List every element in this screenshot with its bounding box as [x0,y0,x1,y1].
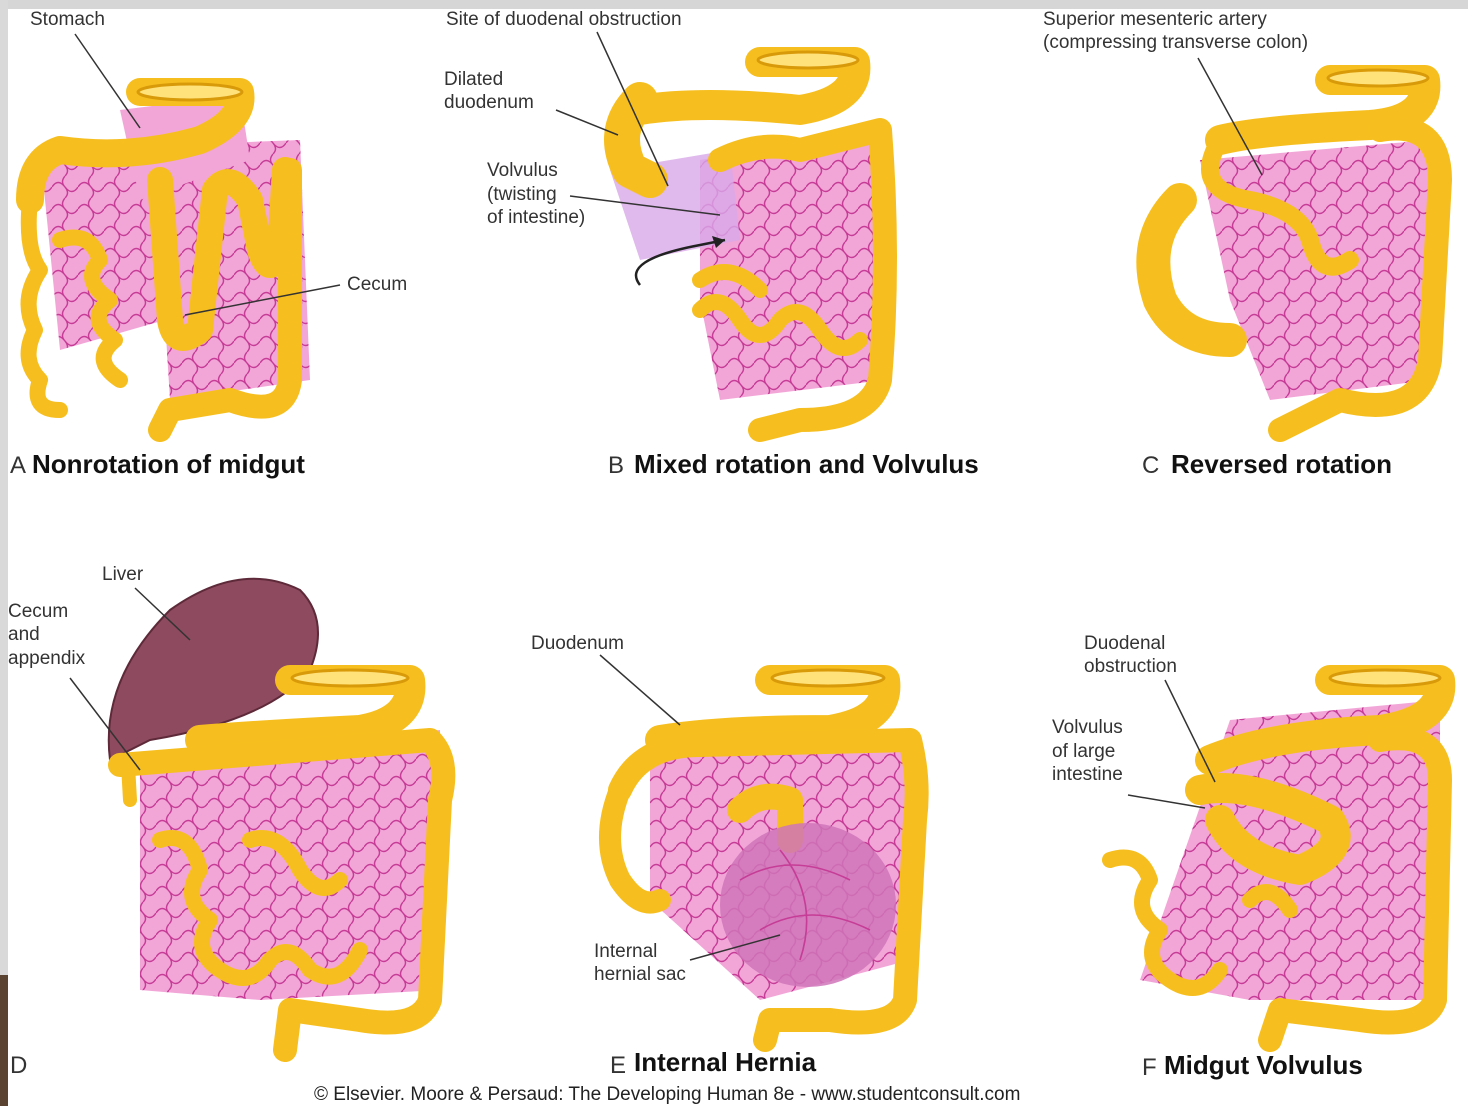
panel-b-illustration [610,52,885,430]
panel-c-letter: C [1142,452,1159,480]
panel-b-stomach [640,62,855,110]
panel-f-letter: F [1142,1054,1157,1082]
panel-b-title: Mixed rotation and Volvulus [634,449,979,480]
label-volvulus-3: of intestine) [487,206,585,229]
panel-d-cecum [128,765,130,800]
leader-stomach [75,34,140,128]
label-volvulus-large-2: of large [1052,740,1115,763]
leader-duodenum [600,655,680,725]
copyright-credit: © Elsevier. Moore & Persaud: The Develop… [314,1084,1020,1106]
panel-e-title: Internal Hernia [634,1047,816,1078]
label-liver: Liver [102,563,143,586]
panel-c-mesentery [1200,140,1430,400]
label-cecum-d-2: and [8,623,40,646]
panel-c-title: Reversed rotation [1171,449,1392,480]
label-volvulus-large-1: Volvulus [1052,716,1123,739]
panel-f-stomach-opening [1330,670,1440,686]
panel-d-stomach-opening [292,670,408,686]
panel-b-stomach-opening [758,52,858,68]
panel-a-letter: A [10,452,26,480]
panel-a-stomach-opening [138,84,242,100]
label-volvulus-2: (twisting [487,183,557,206]
leader-duodenal-obs [1165,680,1215,782]
label-cecum-d-1: Cecum [8,600,68,623]
label-stomach: Stomach [30,8,105,31]
panel-c-stomach-opening [1328,70,1428,86]
panel-f-title: Midgut Volvulus [1164,1050,1363,1081]
panel-e-stomach-opening [772,670,884,686]
panel-b-letter: B [608,452,624,480]
label-artery-1: Superior mesenteric artery [1043,8,1267,31]
label-duodenum: Duodenum [531,632,624,655]
panel-d-letter: D [10,1052,27,1080]
label-duodenal-obs-1: Duodenal [1084,632,1165,655]
label-hernial-sac-2: hernial sac [594,963,686,986]
panel-a-title: Nonrotation of midgut [32,449,305,480]
label-volvulus-1: Volvulus [487,159,558,182]
label-site-obstruction: Site of duodenal obstruction [446,8,682,31]
label-hernial-sac-1: Internal [594,940,657,963]
label-volvulus-large-3: intestine [1052,763,1123,786]
panel-c-illustration [1153,70,1440,430]
panel-a-illustration [29,84,310,430]
panel-b-dilated-duodenum [622,100,650,180]
label-dilated-2: duodenum [444,91,534,114]
label-cecum-a: Cecum [347,273,407,296]
label-dilated-1: Dilated [444,68,503,91]
panel-d-illustration [109,579,444,1050]
panel-e-hernial-sac [720,823,896,987]
label-cecum-d-3: appendix [8,647,85,670]
panel-e-letter: E [610,1052,626,1080]
panel-f-illustration [1110,670,1440,1040]
label-duodenal-obs-2: obstruction [1084,655,1177,678]
label-artery-2: (compressing transverse colon) [1043,31,1308,54]
